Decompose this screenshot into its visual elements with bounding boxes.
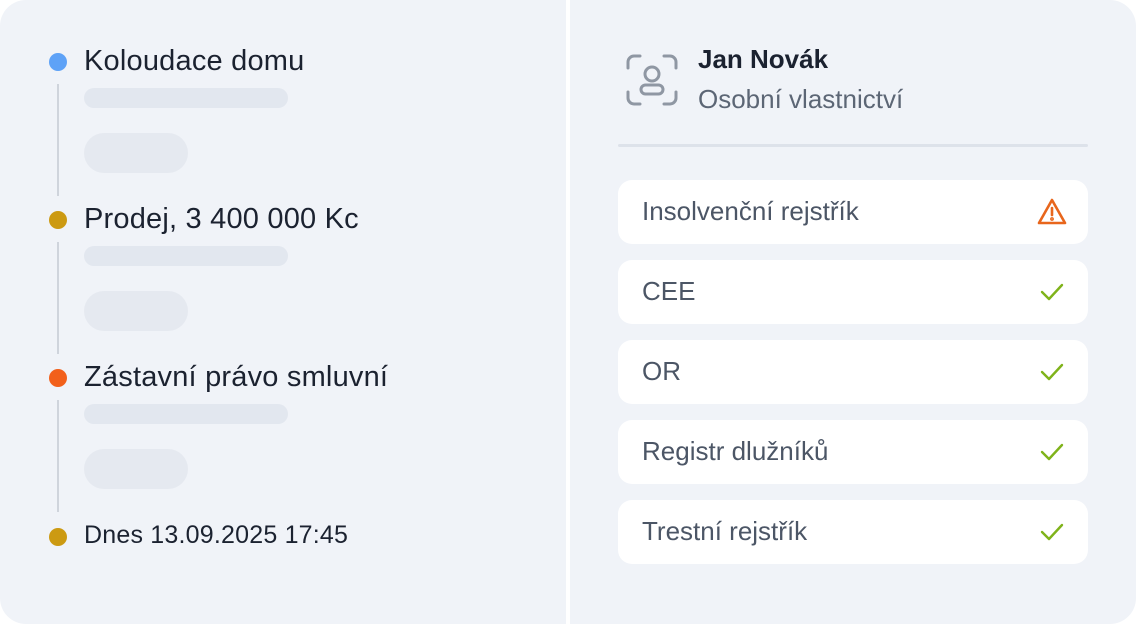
registry-row-cee[interactable]: CEE	[618, 260, 1088, 324]
timeline-event-title: Koloudace domu	[84, 45, 305, 77]
timeline-today-label: Dnes 13.09.2025 17:45	[84, 521, 349, 549]
registry-label: Registr dlužníků	[642, 436, 829, 466]
registry-label: OR	[642, 356, 681, 386]
registry-row-or[interactable]: OR	[618, 340, 1088, 404]
placeholder-line	[84, 404, 288, 424]
timeline-connector	[57, 242, 59, 354]
person-scan-icon	[626, 54, 678, 106]
divider	[618, 144, 1088, 147]
registry-label: Insolvenční rejstřík	[642, 196, 859, 226]
registry-row-debtors[interactable]: Registr dlužníků	[618, 420, 1088, 484]
check-icon	[1036, 516, 1068, 548]
placeholder-pill	[84, 133, 188, 173]
registry-row-insolvency[interactable]: Insolvenční rejstřík	[618, 180, 1088, 244]
timeline-connector	[57, 400, 59, 512]
timeline-dot	[49, 53, 67, 71]
timeline-panel: Koloudace domu Prodej, 3 400 000 Kc Zást…	[0, 0, 566, 624]
registry-row-criminal[interactable]: Trestní rejstřík	[618, 500, 1088, 564]
timeline-event-title: Prodej, 3 400 000 Kc	[84, 203, 359, 235]
check-icon	[1036, 356, 1068, 388]
person-name: Jan Novák	[698, 44, 829, 74]
placeholder-line	[84, 88, 288, 108]
placeholder-pill	[84, 291, 188, 331]
check-icon	[1036, 276, 1068, 308]
timeline-dot	[49, 369, 67, 387]
registry-label: Trestní rejstřík	[642, 516, 808, 546]
placeholder-pill	[84, 449, 188, 489]
placeholder-line	[84, 246, 288, 266]
timeline-connector	[57, 84, 59, 196]
registry-label: CEE	[642, 276, 696, 306]
warning-triangle-icon	[1036, 196, 1068, 228]
timeline-event-title: Zástavní právo smluvní	[84, 361, 389, 393]
check-icon	[1036, 436, 1068, 468]
timeline-dot	[49, 528, 67, 546]
person-ownership: Osobní vlastnictví	[698, 84, 904, 114]
timeline-dot	[49, 211, 67, 229]
